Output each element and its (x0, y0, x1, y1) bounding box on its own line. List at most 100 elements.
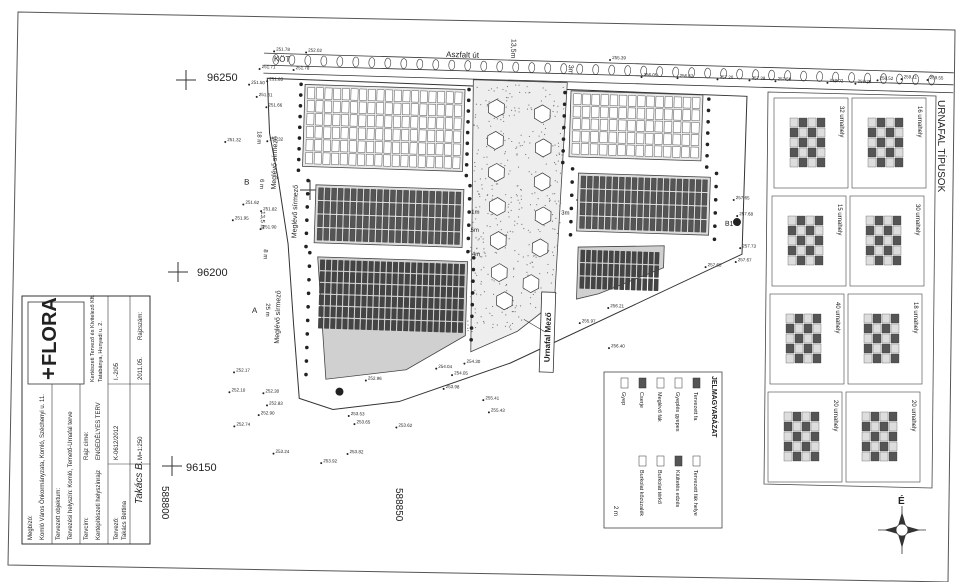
grave-plot (636, 218, 643, 231)
legend-item: Kiültetés edzés (674, 455, 683, 508)
grave-plot (380, 261, 386, 273)
grave-plot (648, 251, 654, 265)
gravel-dot (519, 91, 521, 94)
grave-plot (445, 104, 454, 117)
gravel-dot (508, 173, 510, 175)
urn-niche (867, 147, 877, 158)
urn-wall-hexagon (489, 197, 506, 216)
gravel-dot (474, 161, 476, 164)
tree-icon (298, 103, 303, 108)
grave-plot (390, 189, 396, 203)
legend-item: Gyep (620, 377, 629, 405)
tree-icon (569, 193, 574, 198)
grave-plot (409, 155, 418, 168)
grave-plot (662, 218, 669, 232)
grave-plot (630, 278, 636, 291)
gravel-dot (538, 135, 540, 137)
grave-plot (630, 204, 637, 217)
gravel-dot (501, 311, 503, 313)
grave-plot (363, 202, 370, 215)
grave-plot (644, 191, 650, 204)
grave-plot (385, 308, 391, 319)
grave-plot (635, 145, 644, 157)
legend-item: Burkolat térkő (656, 455, 665, 504)
legend-swatch-icon (692, 377, 701, 389)
gravel-dot (474, 289, 476, 291)
urn-niche (874, 225, 884, 236)
elevation-marker (704, 266, 707, 269)
grave-plot (373, 307, 379, 319)
grave-plot (688, 206, 695, 219)
grave-plot (384, 115, 393, 128)
tree-icon (466, 109, 471, 113)
gravel-dot (508, 326, 510, 328)
gravel-dot (516, 185, 518, 187)
gravel-dot (470, 246, 472, 248)
urn-niche (810, 451, 820, 462)
urn-niche (798, 127, 808, 138)
urn-niche (787, 235, 797, 246)
grave-plot (451, 322, 458, 333)
grave-plot (356, 272, 362, 284)
grave-plot (612, 176, 619, 190)
grave-plot (343, 215, 350, 228)
tree-icon (307, 264, 312, 269)
grave-plot (689, 179, 695, 192)
grave-plot (617, 144, 626, 156)
grave-plot (440, 298, 446, 310)
legend-item-label: Gyep (620, 392, 626, 405)
gravel-dot (474, 116, 476, 118)
tree-icon (712, 237, 717, 242)
urn-niche (867, 137, 877, 148)
grave-plot (437, 91, 446, 104)
urn-niche (870, 421, 880, 432)
catalog-type-label: 20 urnahely (910, 400, 916, 431)
grave-plot (620, 251, 626, 264)
gravel-dot (514, 107, 516, 109)
gravel-dot (496, 324, 498, 326)
gravel-dot (510, 209, 512, 212)
elevation-label: 257.38 (751, 75, 765, 80)
elevation-point: 251.78 (273, 47, 291, 53)
urn-niche (876, 127, 886, 138)
grid-coord-588800: 588800 (159, 486, 170, 520)
gravel-dot (493, 149, 496, 152)
grave-plot (415, 204, 422, 217)
grave-plot (410, 274, 416, 285)
elevation-marker (640, 75, 643, 78)
grave-plot (391, 296, 397, 308)
elevation-label: 253.92 (323, 458, 337, 463)
tree-icon (305, 191, 310, 196)
grave-plot (636, 264, 642, 278)
urn-niche (870, 451, 880, 462)
grave-plot (340, 140, 349, 153)
gravel-dot (491, 305, 494, 308)
gravel-dot (551, 220, 554, 222)
grave-plot (631, 177, 638, 190)
client-name: Komló Város Önkormányzata, Komló, Széche… (39, 394, 46, 540)
gravel-dot (486, 145, 488, 148)
grave-plot (440, 310, 446, 321)
urn-niche (890, 323, 900, 334)
existing-tree-icon (733, 218, 742, 227)
company-logo: FLORA (39, 297, 61, 366)
urn-wall-hexagon (488, 163, 505, 182)
road-tree-icon (800, 70, 807, 82)
gravel-dot (479, 178, 481, 180)
urn-niche (861, 431, 871, 442)
elevation-marker (347, 414, 350, 417)
grave-plot (599, 131, 608, 143)
tree-icon (705, 142, 710, 147)
gravel-dot (552, 228, 554, 230)
grave-plot (313, 152, 322, 165)
urn-niche (796, 225, 806, 236)
elevation-point: 257.67 (734, 257, 752, 264)
grave-plot (392, 261, 399, 273)
grave-plot (624, 204, 631, 217)
road-tree-icon (432, 59, 440, 70)
urn-niche (894, 157, 904, 168)
gravel-dot (517, 166, 520, 168)
elevation-marker (233, 425, 236, 428)
grave-plot (440, 286, 446, 298)
